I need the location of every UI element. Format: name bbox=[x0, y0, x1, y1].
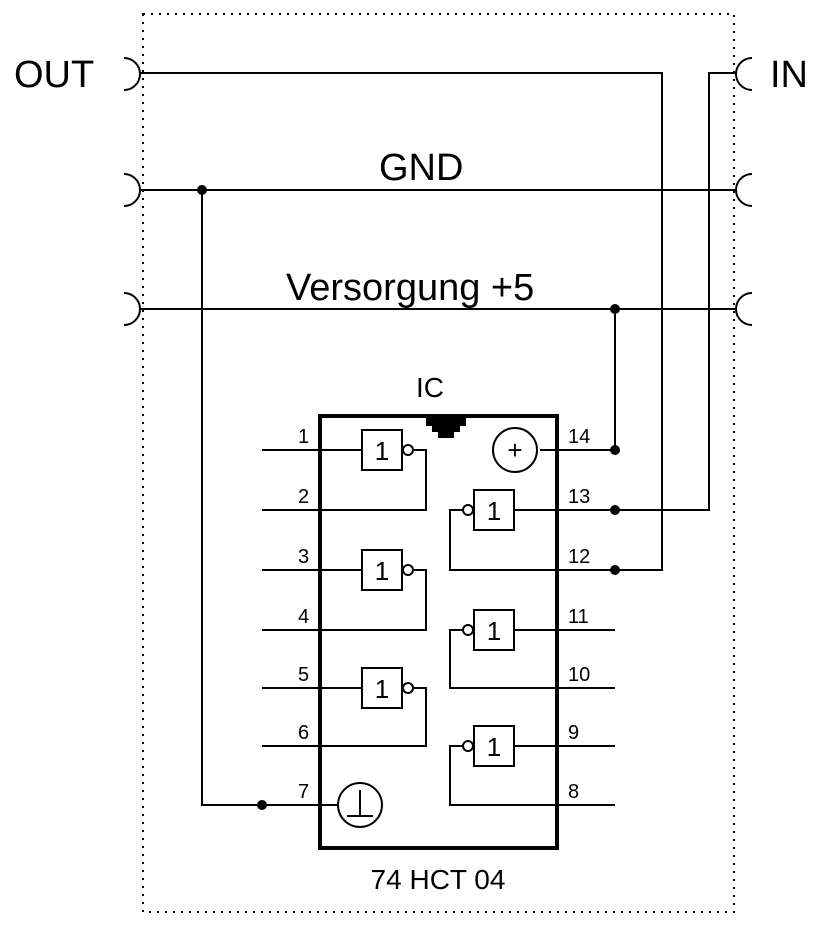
junction-dot bbox=[610, 304, 620, 314]
inverter-gate-5: 1 bbox=[462, 609, 515, 651]
inverter-gate-1: 1 bbox=[361, 429, 414, 471]
svg-text:1: 1 bbox=[375, 436, 389, 466]
pin-number: 1 bbox=[298, 426, 309, 448]
ic-body bbox=[318, 414, 559, 850]
gnd-right-connector-socket bbox=[735, 173, 753, 207]
in-connector-label: IN bbox=[770, 54, 808, 96]
inverter-gate-3: 1 bbox=[361, 667, 414, 709]
in-wire bbox=[615, 72, 736, 511]
inverter-gate-2: 1 bbox=[361, 549, 414, 591]
inverter-gate-4: 1 bbox=[462, 489, 515, 531]
out-connector-socket bbox=[123, 57, 141, 91]
pin-number: 5 bbox=[298, 664, 309, 686]
supply-net-label: Versorgung +5 bbox=[286, 267, 534, 309]
right-pin-numbers: 14 13 12 11 10 9 8 bbox=[568, 426, 590, 803]
svg-text:1: 1 bbox=[487, 496, 501, 526]
svg-text:1: 1 bbox=[375, 556, 389, 586]
pin-number: 12 bbox=[568, 546, 590, 568]
out-wire bbox=[140, 72, 663, 571]
in-connector-socket bbox=[735, 57, 753, 91]
pin-number: 9 bbox=[568, 722, 579, 744]
gate-wiring bbox=[320, 449, 557, 806]
pin-number: 8 bbox=[568, 781, 579, 803]
svg-text:1: 1 bbox=[375, 674, 389, 704]
svg-text:+: + bbox=[507, 435, 522, 465]
module-border bbox=[142, 13, 735, 913]
wires bbox=[140, 72, 736, 806]
inverter-gate-6: 1 bbox=[462, 725, 515, 767]
ic-notch-mark bbox=[426, 418, 466, 438]
svg-text:1: 1 bbox=[487, 732, 501, 762]
pin-leads bbox=[262, 449, 615, 806]
ic-part-label: 74 HCT 04 bbox=[371, 864, 506, 895]
svg-text:1: 1 bbox=[487, 616, 501, 646]
ic-ref-label: IC bbox=[416, 372, 444, 403]
supply-right-connector-socket bbox=[735, 292, 753, 326]
junction-dot bbox=[197, 185, 207, 195]
ground-symbol-icon bbox=[337, 782, 383, 828]
pin-number: 2 bbox=[298, 486, 309, 508]
pin-number: 7 bbox=[298, 781, 309, 803]
pin-number: 11 bbox=[568, 606, 589, 628]
left-pin-numbers: 1 2 3 4 5 6 7 bbox=[298, 426, 309, 803]
gnd-drop-wire bbox=[201, 190, 262, 806]
pin-number: 10 bbox=[568, 664, 590, 686]
supply-left-connector-socket bbox=[123, 292, 141, 326]
pin-number: 13 bbox=[568, 486, 590, 508]
gnd-net-label: GND bbox=[379, 147, 463, 189]
out-connector-label: OUT bbox=[14, 54, 94, 96]
gnd-left-connector-socket bbox=[123, 173, 141, 207]
power-symbol-icon: + bbox=[492, 427, 538, 473]
pin-number: 14 bbox=[568, 426, 590, 448]
pin-number: 3 bbox=[298, 546, 309, 568]
pin-number: 4 bbox=[298, 606, 309, 628]
pin-number: 6 bbox=[298, 722, 309, 744]
